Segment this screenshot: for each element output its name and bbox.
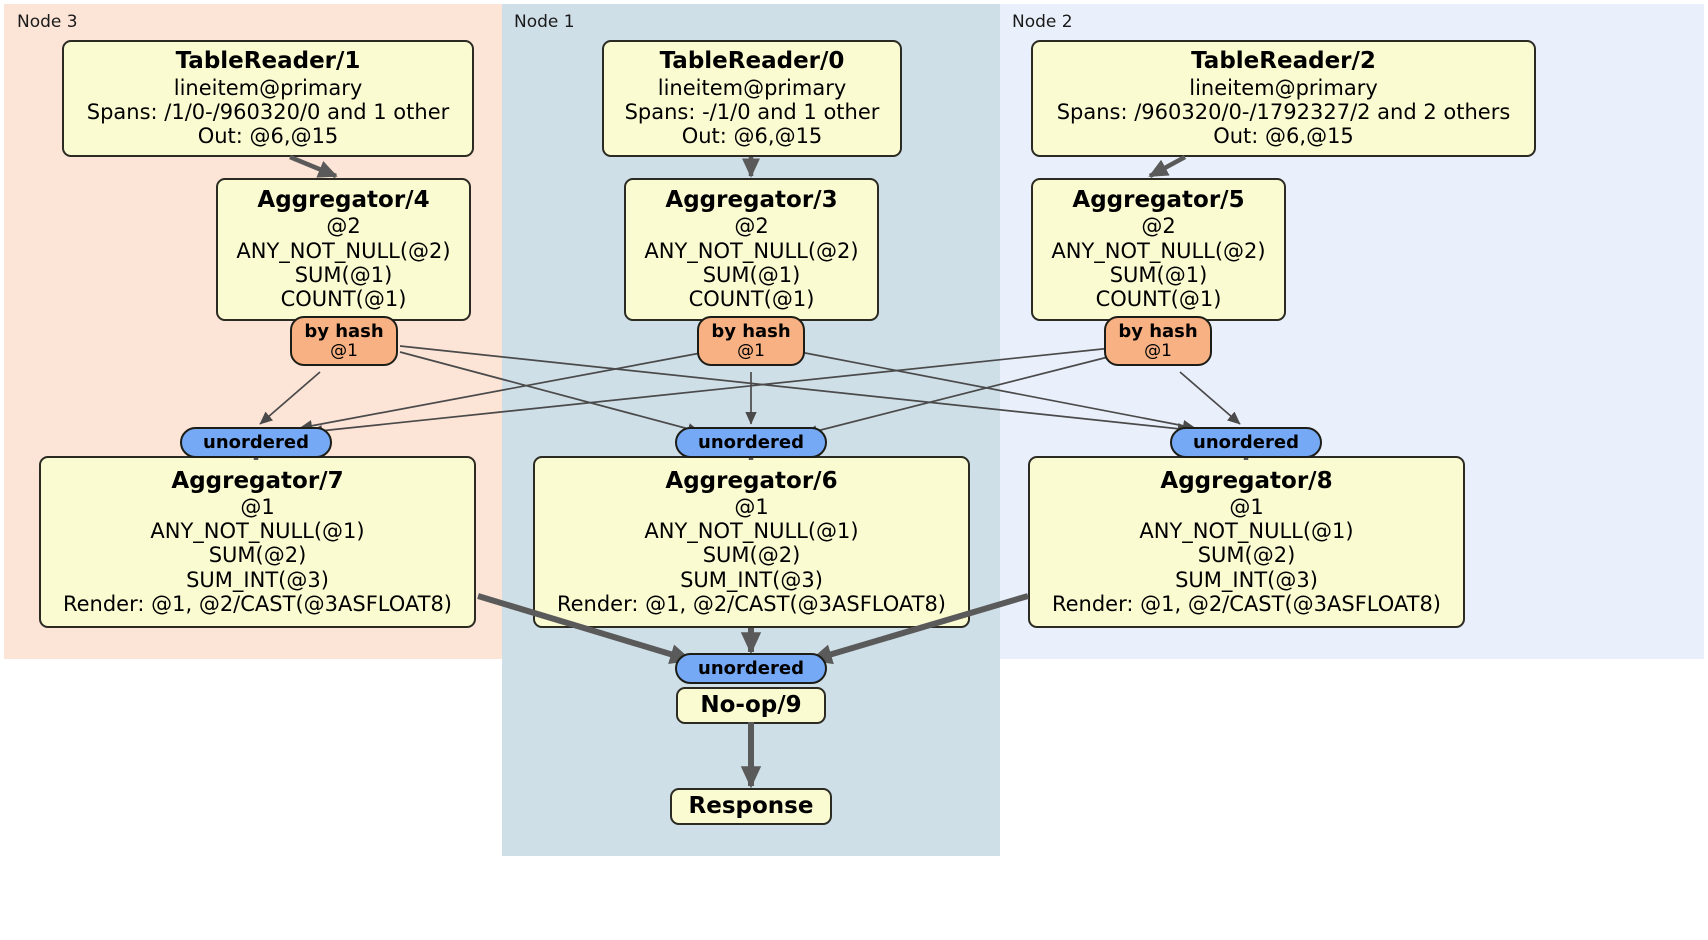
box-line: ANY_NOT_NULL(@1) (644, 519, 859, 544)
pill-unordered-right[interactable]: unordered (1170, 427, 1322, 458)
box-line: Render: @1, @2/CAST(@3ASFLOAT8) (62, 592, 453, 617)
box-title: Aggregator/7 (171, 467, 344, 494)
box-table-reader-1[interactable]: TableReader/1 lineitem@primary Spans: /1… (62, 40, 474, 157)
box-line: Out: @6,@15 (681, 124, 823, 149)
box-line: ANY_NOT_NULL(@2) (644, 238, 859, 263)
box-line: @1 (1229, 494, 1264, 519)
box-line: ANY_NOT_NULL(@2) (1051, 238, 1266, 263)
box-noop-9[interactable]: No-op/9 (676, 687, 826, 724)
box-line: @1 (734, 494, 769, 519)
pill-label: unordered (698, 431, 804, 453)
box-line: SUM(@2) (1197, 543, 1296, 568)
pill-by-hash-mid[interactable]: by hash @1 (697, 316, 805, 366)
pill-label: unordered (698, 657, 804, 679)
box-line: lineitem@primary (657, 75, 847, 100)
box-line: Spans: /960320/0-/1792327/2 and 2 others (1056, 99, 1511, 124)
box-line: Spans: -/1/0 and 1 other (624, 99, 880, 124)
box-line: Render: @1, @2/CAST(@3ASFLOAT8) (556, 592, 947, 617)
box-line: ANY_NOT_NULL(@1) (150, 519, 365, 544)
pill-by-hash-right[interactable]: by hash @1 (1104, 316, 1212, 366)
box-line: Out: @6,@15 (197, 124, 339, 149)
box-line: SUM_INT(@3) (186, 567, 329, 592)
box-table-reader-0[interactable]: TableReader/0 lineitem@primary Spans: -/… (602, 40, 902, 157)
box-aggregator-7[interactable]: Aggregator/7 @1 ANY_NOT_NULL(@1) SUM(@2)… (39, 456, 476, 628)
box-line: Out: @6,@15 (1213, 124, 1354, 149)
box-line: lineitem@primary (1189, 75, 1378, 100)
pill-label: by hash (304, 320, 384, 342)
box-title: Response (688, 792, 814, 819)
box-line: SUM(@1) (294, 263, 393, 288)
box-line: @2 (1141, 214, 1176, 239)
pill-sublabel: @1 (737, 340, 765, 361)
node-label-node3: Node 3 (17, 12, 78, 32)
box-line: SUM_INT(@3) (680, 567, 823, 592)
pill-by-hash-left[interactable]: by hash @1 (290, 316, 398, 366)
box-response[interactable]: Response (670, 788, 832, 825)
box-title: No-op/9 (700, 691, 802, 718)
pill-label: unordered (203, 431, 309, 453)
box-aggregator-8[interactable]: Aggregator/8 @1 ANY_NOT_NULL(@1) SUM(@2)… (1028, 456, 1465, 628)
pill-unordered-mid[interactable]: unordered (675, 427, 827, 458)
pill-label: unordered (1193, 431, 1299, 453)
box-title: Aggregator/8 (1160, 467, 1333, 494)
box-table-reader-2[interactable]: TableReader/2 lineitem@primary Spans: /9… (1031, 40, 1536, 157)
box-title: Aggregator/4 (257, 187, 430, 214)
pill-label: by hash (1118, 320, 1198, 342)
pill-label: by hash (711, 320, 791, 342)
box-line: @1 (240, 494, 275, 519)
pill-sublabel: @1 (330, 340, 358, 361)
box-aggregator-4[interactable]: Aggregator/4 @2 ANY_NOT_NULL(@2) SUM(@1)… (216, 178, 471, 321)
box-title: TableReader/0 (659, 48, 845, 75)
box-line: @2 (326, 214, 361, 239)
box-title: Aggregator/5 (1072, 187, 1245, 214)
box-title: TableReader/1 (175, 48, 361, 75)
box-title: Aggregator/3 (665, 187, 838, 214)
box-line: SUM(@1) (702, 263, 801, 288)
node-label-node2: Node 2 (1012, 12, 1073, 32)
box-title: Aggregator/6 (665, 467, 838, 494)
pill-unordered-left[interactable]: unordered (180, 427, 332, 458)
box-line: @2 (734, 214, 769, 239)
box-line: Spans: /1/0-/960320/0 and 1 other (86, 99, 450, 124)
box-line: COUNT(@1) (688, 287, 815, 312)
box-line: SUM(@2) (702, 543, 801, 568)
box-line: ANY_NOT_NULL(@2) (236, 238, 451, 263)
box-title: TableReader/2 (1191, 48, 1376, 75)
box-line: Render: @1, @2/CAST(@3ASFLOAT8) (1051, 592, 1442, 617)
box-line: COUNT(@1) (1095, 287, 1222, 312)
box-line: lineitem@primary (173, 75, 363, 100)
pill-unordered-final[interactable]: unordered (675, 653, 827, 684)
box-line: SUM(@2) (208, 543, 307, 568)
box-line: SUM(@1) (1109, 263, 1208, 288)
box-aggregator-3[interactable]: Aggregator/3 @2 ANY_NOT_NULL(@2) SUM(@1)… (624, 178, 879, 321)
box-line: SUM_INT(@3) (1175, 567, 1318, 592)
box-line: COUNT(@1) (280, 287, 407, 312)
box-line: ANY_NOT_NULL(@1) (1139, 519, 1354, 544)
pill-sublabel: @1 (1144, 340, 1172, 361)
box-aggregator-6[interactable]: Aggregator/6 @1 ANY_NOT_NULL(@1) SUM(@2)… (533, 456, 970, 628)
box-aggregator-5[interactable]: Aggregator/5 @2 ANY_NOT_NULL(@2) SUM(@1)… (1031, 178, 1286, 321)
node-label-node1: Node 1 (514, 12, 575, 32)
